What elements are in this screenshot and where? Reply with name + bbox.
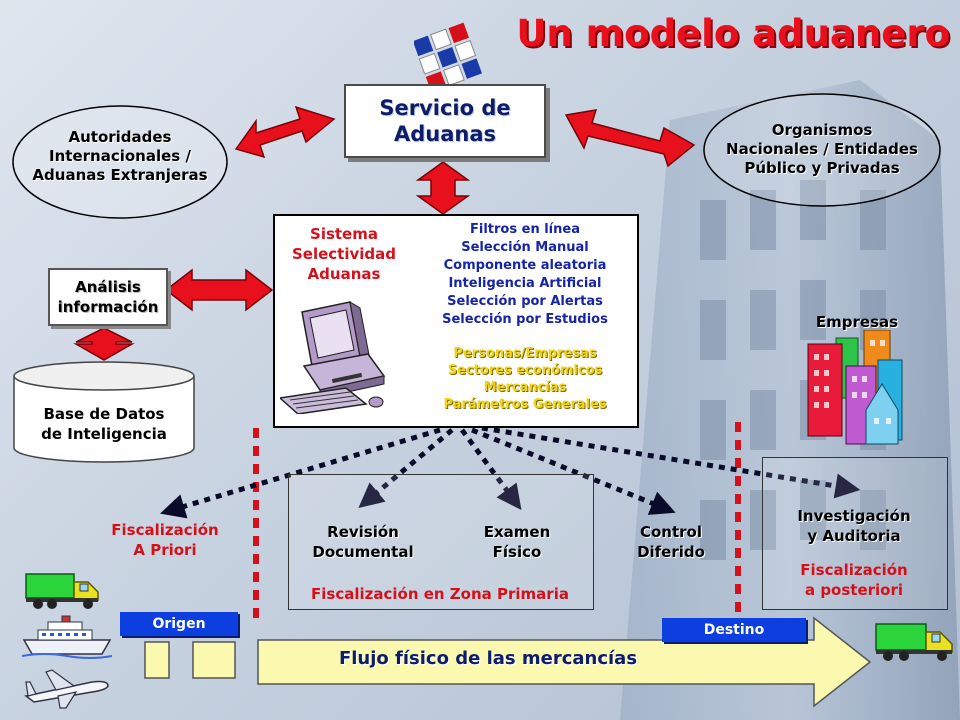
truck-icon-destino <box>875 623 953 661</box>
red-double-arrows <box>73 105 696 361</box>
arrow-servicio-sistema <box>415 161 471 215</box>
zona-primaria-box <box>288 474 594 610</box>
examen-fisico-label: Examen Físico <box>483 523 551 561</box>
dotted-arrow-investigacion <box>481 425 861 499</box>
zona-primaria-label: Fiscalización en Zona Primaria <box>311 585 569 603</box>
servicio-line1: Servicio de <box>379 96 511 120</box>
fiscalizacion-posteriori-label: Fiscalización a posteriori <box>800 561 908 599</box>
servicio-aduanas-box: Servicio de Aduanas <box>344 84 546 158</box>
autoridades-ellipse <box>12 105 228 219</box>
destino-tag: Destino <box>662 618 806 642</box>
dotted-arrow-priori <box>160 427 441 519</box>
background-building <box>620 80 960 720</box>
filtros-list: Filtros en línea Selección Manual Compon… <box>442 222 608 327</box>
origin-box-left <box>144 641 170 679</box>
investigacion-label: Investigación y Auditoria <box>797 507 911 545</box>
fiscalizacion-priori-label: Fiscalización A Priori <box>111 521 219 559</box>
truck-icon <box>25 573 99 609</box>
ship-icon <box>22 615 112 659</box>
aduana-logo-icon <box>414 22 482 90</box>
dotted-arrow-control <box>471 427 676 515</box>
origin-box-right <box>192 641 236 679</box>
sistema-title: Sistema Selectividad Aduanas <box>291 225 396 283</box>
servicio-line2: Aduanas <box>393 122 497 146</box>
revision-documental-label: Revisión Documental <box>312 523 414 561</box>
parametros-list: Personas/Empresas Sectores económicos Me… <box>443 346 607 412</box>
arrow-autoridades-servicio <box>234 105 336 159</box>
arrow-analisis-database <box>73 327 135 361</box>
database-cylinder <box>13 361 195 463</box>
origen-tag: Origen <box>120 612 238 636</box>
control-diferido-label: Control Diferido <box>637 523 705 561</box>
dotted-arrow-examen <box>459 428 522 511</box>
computer-icon <box>280 301 386 414</box>
arrow-servicio-organismos <box>564 109 696 168</box>
organismos-label: Organismos Nacionales / Entidades Públic… <box>726 121 918 177</box>
airplane-icon <box>24 669 109 709</box>
analisis-informacion-box: Análisis información <box>48 268 168 326</box>
dotted-arrows <box>160 425 861 519</box>
organismos-ellipse <box>703 93 941 207</box>
page-title: Un modelo aduanero <box>516 12 950 55</box>
autoridades-label: Autoridades Internacionales / Aduanas Ex… <box>32 128 208 184</box>
buildings-icon <box>807 330 903 445</box>
empresas-label: Empresas <box>815 313 899 331</box>
flujo-label: Flujo físico de las mercancías <box>338 648 638 669</box>
arrow-analisis-sistema <box>164 268 274 312</box>
base-datos-label: Base de Datos de Inteligencia <box>41 405 167 443</box>
